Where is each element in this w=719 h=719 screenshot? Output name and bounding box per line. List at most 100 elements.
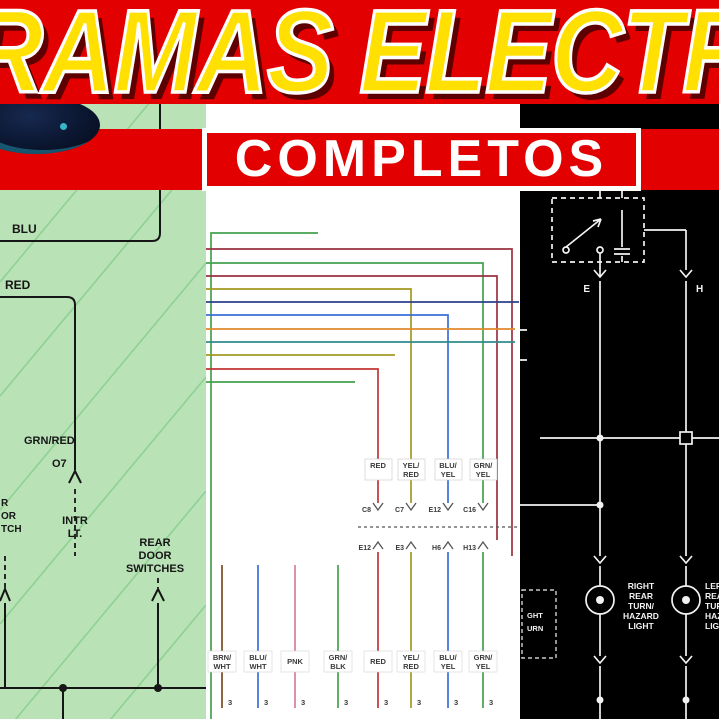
subtitle-text: COMPLETOS (201, 127, 642, 192)
wire-tag: YEL/ RED 3 (396, 650, 426, 707)
label-lt: LT. (68, 528, 82, 540)
photo-circle-fragment (0, 96, 100, 154)
label-blu: BLU (12, 222, 37, 236)
connector-code: E12 (359, 545, 372, 552)
wire-tag: RED (364, 458, 393, 481)
wire-tag: GRN/ YEL (469, 458, 498, 481)
connector-arrow (679, 555, 693, 565)
wire-tag-line2: YEL (476, 470, 491, 479)
wire-blu-yel (206, 314, 449, 503)
label-edge2: OR (1, 511, 17, 522)
connector-code: H13 (463, 545, 476, 552)
right-panel-wiring (520, 190, 719, 719)
wire-tag-line1: YEL/ (403, 653, 421, 662)
connector-arrow (477, 502, 489, 512)
mid-connector-codes: C8 C7 E12 C16 E12 E3 H6 H13 (359, 507, 477, 552)
switch-arrow-1 (0, 586, 11, 602)
wire-green-trunk (210, 232, 318, 719)
connector-arrow-o7 (68, 468, 82, 484)
wire-tag: BLU/ YEL (434, 458, 463, 481)
connector-code: C16 (463, 507, 476, 514)
label-line: RIGHT (628, 581, 655, 591)
wire-tag: BRN/ WHT 3 (207, 650, 237, 707)
wire-tag: GRN/ BLK 3 (323, 650, 353, 707)
lamp-filament (596, 596, 604, 604)
label-line: HAZARD (623, 611, 659, 621)
connector-arrow (679, 269, 693, 279)
junction-dot (154, 684, 162, 692)
relay-armature (565, 218, 602, 248)
label-o7: O7 (52, 458, 67, 470)
teal-dot (60, 123, 67, 130)
middle-panel-wiring (206, 232, 519, 719)
lamp-left-rear-label: LEFT REAR TURN/ HAZARD LIGHT (705, 581, 719, 631)
label-edge1: R (1, 498, 9, 509)
label-door: DOOR (139, 550, 172, 562)
wire-tag-line1: PNK (287, 657, 303, 666)
wire-tag-line2: WHT (249, 662, 266, 671)
connector-arrow (372, 540, 384, 550)
edge-label: GHT (527, 611, 543, 620)
wire-blu (0, 104, 161, 242)
wire-maroon-1 (206, 248, 513, 556)
wire-pin: 3 (417, 698, 421, 707)
label-line: TURN/ (628, 601, 655, 611)
wire-tag: GRN/ YEL 3 (468, 650, 498, 707)
wire-tag-line1: GRN/ (474, 461, 494, 470)
wire-grn-yel (206, 262, 484, 503)
lamp-ground-1 (593, 614, 607, 719)
connector-arrow (405, 540, 417, 550)
terminal-e-label: E (583, 284, 590, 295)
wire-pin: 3 (228, 698, 232, 707)
junction-dot (59, 684, 67, 692)
junction-dot (596, 501, 604, 509)
label-switches: SWITCHES (126, 563, 184, 575)
label-edge3: TCH (1, 524, 22, 535)
wire-tag-line1: BLU/ (439, 461, 457, 470)
connector-code: H6 (432, 545, 441, 552)
label-line: HAZARD (705, 611, 719, 621)
wire-tag-line1: BLU/ (439, 653, 457, 662)
label-grn-red: GRN/RED (24, 435, 75, 447)
connector-code: E3 (395, 545, 404, 552)
wire-tag: PNK 3 (280, 650, 310, 707)
junction-dot (682, 696, 690, 704)
wire-maroon-2 (206, 275, 498, 540)
title-text: DIAGRAMAS ELECTRICOS (0, 0, 719, 104)
wire-red (0, 296, 76, 470)
left-panel-labels: BLU RED GRN/RED O7 INTR LT. REAR DOOR SW… (1, 222, 184, 575)
wire-tag-line1: BLU/ (249, 653, 267, 662)
lamp-filament (682, 596, 690, 604)
mid-wire-tags-bottom: BRN/ WHT 3 BLU/ WHT 3 PNK 3 GRN/ BLK 3 (207, 650, 498, 707)
junction-dot (596, 434, 604, 442)
wire-tag: RED 3 (363, 650, 393, 707)
connector-arrow (442, 540, 454, 550)
wire-pin: 3 (264, 698, 268, 707)
connector-arrow (593, 269, 607, 279)
connector-code: E12 (429, 507, 442, 514)
wire-tag: YEL/ RED (397, 458, 426, 481)
wire-tag: BLU/ YEL 3 (433, 650, 463, 707)
wire-tag-line1: BRN/ (213, 653, 232, 662)
wire-tag-line2: BLK (330, 662, 346, 671)
label-line: LIGHT (705, 621, 719, 631)
wire-red-drop (206, 368, 379, 503)
right-panel-labels: E H RIGHT REAR TURN/ HAZARD LIGHT LEFT R… (527, 284, 719, 633)
junction-square (679, 431, 693, 445)
wire-h-branch (644, 229, 687, 270)
connector-arrow (477, 540, 489, 550)
wire-tag-line2: RED (403, 662, 419, 671)
edge-stub (520, 329, 527, 361)
wire-pin: 3 (454, 698, 458, 707)
relay-box (551, 197, 645, 263)
mid-connector-arrows (358, 502, 519, 550)
wire-tag-line1: GRN/ (474, 653, 494, 662)
wire-tag-line2: WHT (213, 662, 230, 671)
middle-panel-bg (206, 0, 520, 719)
relay-coil (614, 210, 630, 262)
edge-label: URN (527, 624, 543, 633)
label-line: TURN/ (705, 601, 719, 611)
label-line: REAR (629, 591, 653, 601)
